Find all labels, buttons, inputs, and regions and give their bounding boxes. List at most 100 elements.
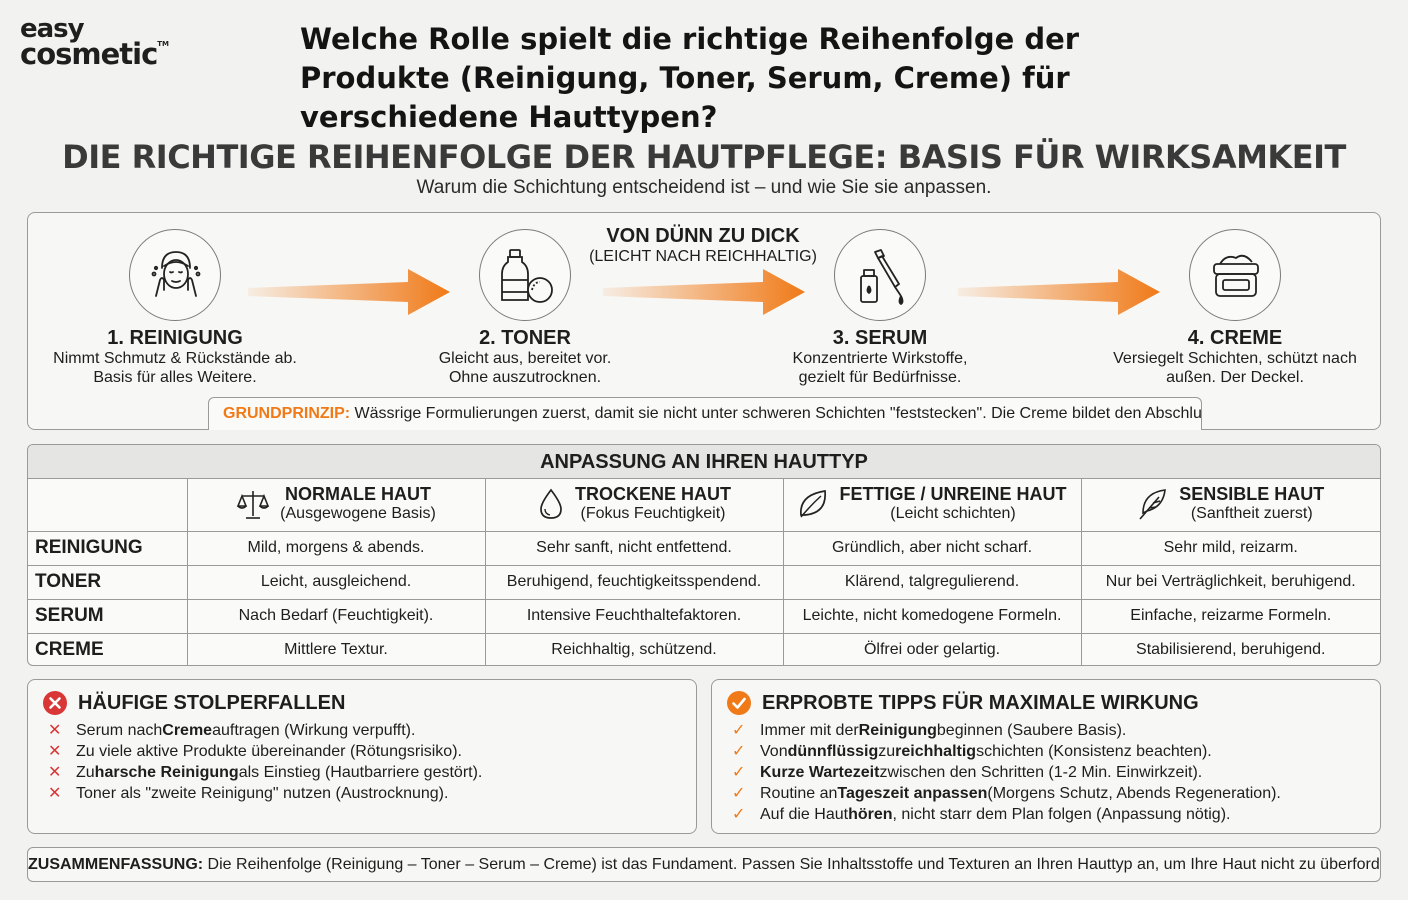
tips-box: ERPROBTE TIPPS FÜR MAXIMALE WIRKUNG ✓Imm…: [711, 679, 1381, 834]
step-3-circle: [834, 229, 926, 321]
step-desc: Basis für alles Weitere.: [93, 369, 257, 386]
table-cell: Klärend, talgregulierend.: [782, 564, 1082, 600]
table-cell: Einfache, reizarme Formeln.: [1080, 598, 1380, 634]
table-cell: Leicht, ausgleichend.: [186, 564, 486, 600]
thin-to-thick-title: VON DÜNN ZU DICK: [606, 225, 800, 247]
step-4-text: 4. CREME Versiegelt Schichten, schützt n…: [1085, 327, 1385, 387]
item-text-bold: Reinigung: [858, 722, 937, 739]
tips-title: ERPROBTE TIPPS FÜR MAXIMALE WIRKUNG: [762, 691, 1199, 714]
list-item: ✕Zu viele aktive Produkte übereinander (…: [48, 741, 482, 762]
summary-bar: ZUSAMMENFASSUNG: Die Reihenfolge (Reinig…: [27, 847, 1381, 882]
table-cell: Mittlere Textur.: [186, 632, 486, 665]
table-cell: Sehr sanft, nicht entfettend.: [484, 530, 784, 566]
arrow-right-icon: [603, 269, 805, 315]
list-item: ✓Von dünnflüssig zu reichhaltig schichte…: [732, 741, 1281, 762]
step-title: 1. REINIGUNG: [107, 327, 243, 349]
step-desc: gezielt für Bedürfnisse.: [798, 369, 962, 386]
page-title: DIE RICHTIGE REIHENFOLGE DER HAUTPFLEGE:…: [62, 138, 1346, 176]
thin-to-thick-label: VON DÜNN ZU DICK (LEICHT NACH REICHHALTI…: [588, 225, 818, 266]
table-cell: Reichhaltig, schützend.: [484, 632, 784, 665]
table-cell: Stabilisierend, beruhigend.: [1080, 632, 1380, 665]
table-row: CREME Mittlere Textur. Reichhaltig, schü…: [28, 632, 1380, 665]
list-item: ✓Kurze Wartezeit zwischen den Schritten …: [732, 762, 1281, 783]
leaf-icon: [800, 489, 827, 517]
item-text: Routine an: [760, 785, 838, 802]
logo-word: cosmetic: [20, 37, 158, 72]
cross-icon: ✕: [48, 785, 62, 802]
step-title: 4. CREME: [1187, 327, 1283, 349]
column-header-title: SENSIBLE HAUT: [1179, 484, 1325, 504]
column-header-sub: (Ausgewogene Basis): [280, 505, 436, 522]
cross-icon: ✕: [48, 743, 62, 760]
scale-icon: [236, 490, 270, 519]
table-title: ANPASSUNG AN IHREN HAUTTYP: [28, 445, 1380, 479]
step-2-text: 2. TONER Gleicht aus, bereitet vor. Ohne…: [375, 327, 675, 387]
table-cell: Ölfrei oder gelartig.: [782, 632, 1082, 665]
table-row: TONER Leicht, ausgleichend. Beruhigend, …: [28, 564, 1380, 600]
logo-line-2: cosmeticTM: [20, 40, 170, 69]
item-text: , nicht starr dem Plan folgen (Anpassung…: [892, 806, 1231, 823]
step-title: 3. SERUM: [832, 327, 928, 349]
item-text-bold: Creme: [162, 722, 213, 739]
table-header-row: NORMALE HAUT (Ausgewogene Basis) TROCKEN…: [28, 479, 1380, 532]
column-header-sub: (Leicht schichten): [890, 505, 1016, 522]
step-desc: Gleicht aus, bereitet vor.: [438, 350, 612, 367]
check-icon: ✓: [732, 743, 746, 760]
brand-logo: easy cosmeticTM: [20, 14, 170, 69]
column-header-normal: NORMALE HAUT (Ausgewogene Basis): [186, 479, 486, 532]
step-title: 2. TONER: [479, 327, 571, 349]
table-cell: Nur bei Verträglichkeit, beruhigend.: [1080, 564, 1380, 600]
page-question: Welche Rolle spielt die richtige Reihenf…: [300, 22, 1080, 134]
dropper-icon: [860, 249, 904, 305]
item-text: auftragen (Wirkung verpufft).: [212, 722, 416, 739]
pitfalls-title: HÄUFIGE STOLPERFALLEN: [78, 691, 346, 714]
item-text-bold: hören: [848, 806, 893, 823]
step-4-circle: [1189, 229, 1281, 321]
cross-icon: ✕: [48, 722, 62, 739]
step-desc: außen. Der Deckel.: [1166, 369, 1304, 386]
check-icon: ✓: [732, 764, 746, 781]
table-row: REINIGUNG Mild, morgens & abends. Sehr s…: [28, 530, 1380, 566]
table-row: SERUM Nach Bedarf (Feuchtigkeit). Intens…: [28, 598, 1380, 634]
pitfalls-header: HÄUFIGE STOLPERFALLEN: [42, 690, 345, 716]
cross-icon: ✕: [48, 764, 62, 781]
item-text-bold: reichhaltig: [895, 743, 977, 760]
face-cleansing-icon: [151, 251, 201, 297]
cream-jar-icon: [1213, 254, 1259, 297]
thin-to-thick-sub: (LEICHT NACH REICHHALTIG): [589, 248, 817, 265]
column-header-sub: (Sanftheit zuerst): [1190, 505, 1313, 522]
water-drop-icon: [540, 488, 562, 519]
item-text: Auf die Haut: [760, 806, 849, 823]
skin-type-grid: NORMALE HAUT (Ausgewogene Basis) TROCKEN…: [28, 479, 1380, 665]
item-text-bold: harsche Reinigung: [94, 764, 239, 781]
list-item: ✕Toner als "zweite Reinigung" nutzen (Au…: [48, 783, 482, 804]
arrow-right-icon: [248, 269, 450, 315]
logo-line-1: easy: [20, 14, 85, 44]
item-text: beginnen (Saubere Basis).: [936, 722, 1127, 739]
column-header-title: NORMALE HAUT: [284, 484, 431, 504]
logo-trademark: TM: [157, 40, 170, 49]
check-icon: ✓: [732, 722, 746, 739]
item-text: Von: [760, 743, 788, 760]
column-header-title: TROCKENE HAUT: [575, 484, 731, 504]
tips-list: ✓Immer mit der Reinigung beginnen (Saube…: [732, 720, 1281, 825]
step-1-circle: [129, 229, 221, 321]
pitfalls-box: HÄUFIGE STOLPERFALLEN ✕Serum nach Creme …: [27, 679, 697, 834]
column-header-dry: TROCKENE HAUT (Fokus Feuchtigkeit): [484, 479, 784, 532]
summary-text: Die Reihenfolge (Reinigung – Toner – Ser…: [203, 856, 1381, 873]
check-icon: ✓: [732, 785, 746, 802]
row-label: SERUM: [28, 598, 188, 634]
principle-text: Wässrige Formulierungen zuerst, damit si…: [350, 405, 1202, 422]
item-text: Serum nach: [76, 722, 163, 739]
skin-type-table: ANPASSUNG AN IHREN HAUTTYP NORMAL: [27, 444, 1381, 666]
item-text-bold: Tageszeit anpassen: [837, 785, 988, 802]
page-subtitle: Warum die Schichtung entscheidend ist – …: [416, 177, 992, 198]
step-desc: Ohne auszutrocknen.: [448, 369, 602, 386]
tips-header: ERPROBTE TIPPS FÜR MAXIMALE WIRKUNG: [726, 690, 1199, 716]
toner-bottle-icon: [501, 249, 553, 303]
error-x-icon: [43, 691, 67, 715]
steps-panel: VON DÜNN ZU DICK (LEICHT NACH REICHHALTI…: [27, 212, 1381, 430]
step-desc: Versiegelt Schichten, schützt nach: [1113, 350, 1357, 367]
check-icon: ✓: [732, 806, 746, 823]
item-text-bold: Kurze Wartezeit: [760, 764, 880, 781]
